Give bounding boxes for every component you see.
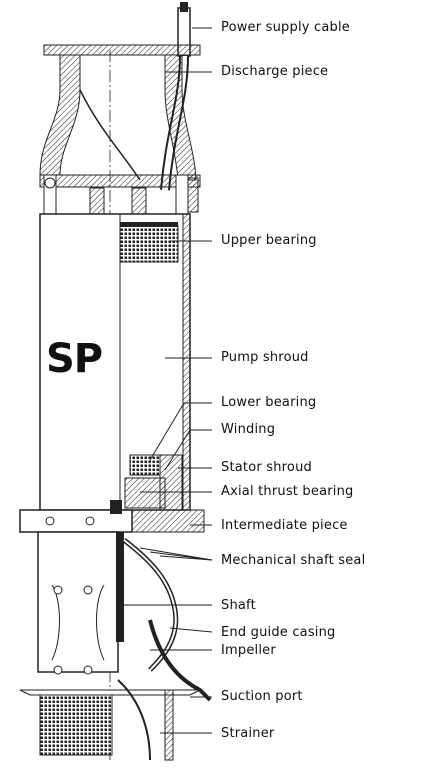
label-strainer: Strainer — [221, 726, 275, 741]
motor-lower-section — [124, 454, 183, 511]
leader-lines — [118, 27, 213, 734]
lower-casing — [37, 531, 124, 675]
label-winding: Winding — [221, 422, 276, 437]
label-stator-shroud: Stator shroud — [221, 460, 312, 475]
label-upper-bearing: Upper bearing — [221, 233, 317, 248]
label-pump-shroud: Pump shroud — [221, 350, 309, 365]
label-lower-bearing: Lower bearing — [221, 395, 317, 410]
label-power-supply-cable: Power supply cable — [221, 20, 350, 35]
label-end-guide-casing: End guide casing — [221, 625, 336, 640]
label-intermediate-piece: Intermediate piece — [221, 518, 348, 533]
upper-bearing — [119, 222, 179, 263]
label-suction-port: Suction port — [221, 689, 303, 704]
end-guide-casing — [122, 538, 212, 702]
intermediate-piece — [19, 500, 205, 533]
label-axial-thrust-bearing: Axial thrust bearing — [221, 484, 354, 499]
label-shaft: Shaft — [221, 598, 256, 613]
brand-logo: SP — [46, 336, 103, 382]
label-impeller: Impeller — [221, 643, 276, 658]
label-mechanical-shaft-seal: Mechanical shaft seal — [221, 553, 366, 568]
label-discharge-piece: Discharge piece — [221, 64, 329, 79]
suction-port-strainer — [19, 679, 201, 761]
discharge-piece — [39, 44, 201, 216]
